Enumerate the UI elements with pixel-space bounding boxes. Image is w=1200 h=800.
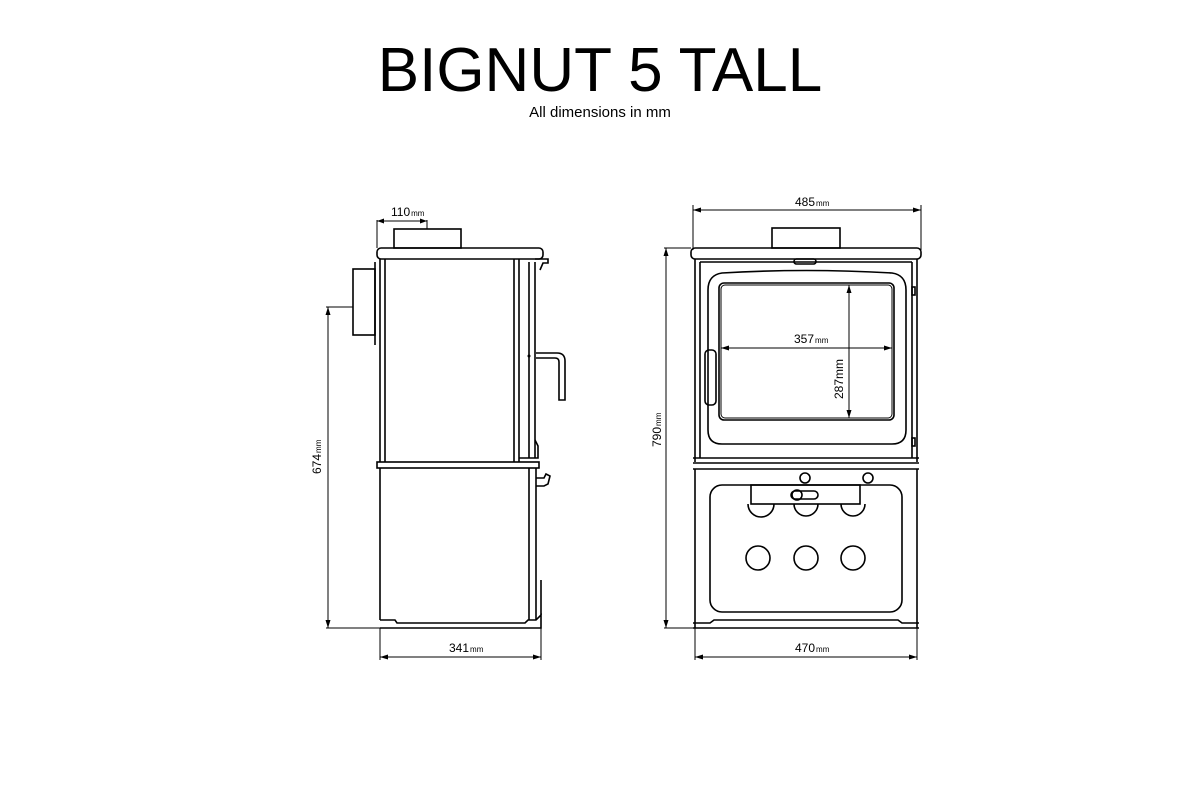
dim-base-width-value: 470 <box>795 641 815 655</box>
front-air-slider <box>790 490 819 500</box>
dim-glass-height-value: 287mm <box>832 359 846 399</box>
dim-base-width: 470mm <box>694 628 918 660</box>
svg-text:674mm: 674mm <box>310 439 324 474</box>
svg-text:470mm: 470mm <box>795 641 830 655</box>
front-knob-right <box>862 472 874 484</box>
side-door-handle <box>536 352 566 401</box>
vent-hole <box>745 545 771 571</box>
svg-text:110mm: 110mm <box>391 205 425 219</box>
vent-hole <box>840 545 866 571</box>
dim-flue-offset-value: 110 <box>391 205 410 219</box>
front-glass <box>718 282 895 421</box>
front-air-slider-plate <box>750 484 861 505</box>
side-top-lip <box>535 258 549 271</box>
svg-text:790mm: 790mm <box>650 412 664 447</box>
dim-depth-value: 341 <box>449 641 469 655</box>
drawing-title: BIGNUT 5 TALL <box>377 36 823 105</box>
side-mid-ledge <box>376 461 540 469</box>
side-top-plate <box>376 247 544 260</box>
svg-text:341mm: 341mm <box>449 641 484 655</box>
side-foot <box>380 613 542 629</box>
dim-glass-height: 287mm <box>832 285 852 418</box>
dim-top-width: 485mm <box>692 195 922 250</box>
front-foot <box>693 619 919 624</box>
side-rear-outlet <box>352 268 376 336</box>
svg-text:485mm: 485mm <box>795 195 830 209</box>
dim-glass-width-value: 357 <box>794 332 814 346</box>
front-flue-collar <box>771 227 841 249</box>
dim-flue-offset: 110mm <box>376 205 428 248</box>
side-view <box>352 228 566 629</box>
front-knob-left <box>799 472 811 484</box>
front-door <box>707 269 907 445</box>
vent-hole <box>840 503 866 517</box>
vent-hole <box>793 545 819 571</box>
svg-text:357mm: 357mm <box>794 332 829 346</box>
side-door-hinge <box>527 354 531 358</box>
dim-glass-width: 357mm <box>721 332 892 351</box>
dim-total-height: 790mm <box>650 247 693 629</box>
front-top-plate <box>690 247 922 260</box>
dim-flue-height-value: 674 <box>310 454 324 474</box>
dim-top-width-value: 485 <box>795 195 815 209</box>
dim-depth: 341mm <box>379 628 542 660</box>
dim-total-height-value: 790 <box>650 427 664 447</box>
side-air-knob <box>536 472 551 487</box>
vent-hole <box>793 503 819 517</box>
drawing-subtitle: All dimensions in mm <box>529 104 671 121</box>
dim-flue-height: 674mm <box>310 306 380 629</box>
side-flue-collar <box>393 228 462 249</box>
vent-hole <box>747 503 775 518</box>
front-door-handle <box>704 349 717 406</box>
front-view <box>690 227 922 629</box>
